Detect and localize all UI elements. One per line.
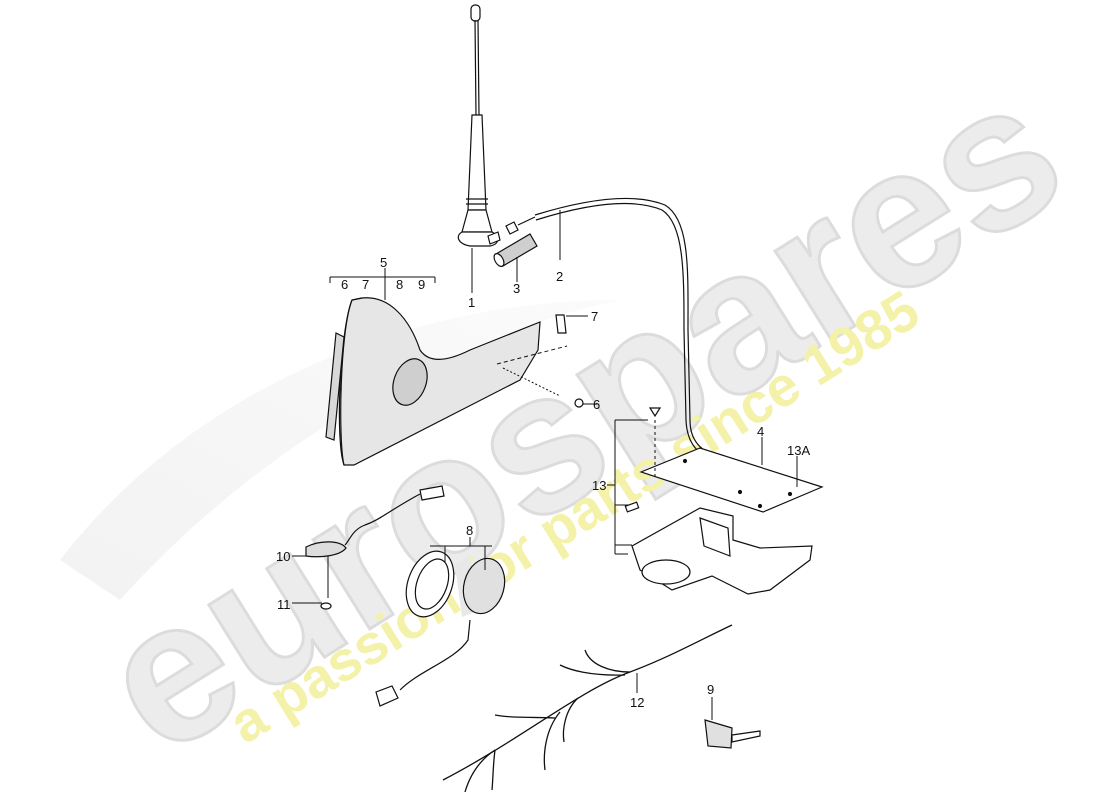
wiring-harness-12 [442,624,733,793]
light-unit-10 [292,485,445,610]
callout-10: 10 [276,549,291,564]
callout-5-sub-7: 7 [362,277,370,292]
callout-6: 6 [593,397,601,412]
sleeve-part [493,233,538,282]
lamp-assembly-8 [375,537,506,707]
callout-4: 4 [757,424,765,439]
callout-3: 3 [513,281,521,296]
callout-2: 2 [556,269,564,284]
callout-11: 11 [277,597,291,612]
callout-8: 8 [466,523,474,538]
callout-7: 7 [591,309,599,324]
callout-5-sub-8: 8 [396,277,404,292]
trim-panel-5 [325,297,584,466]
callout-1: 1 [468,295,476,310]
group-bracket-5 [329,268,436,300]
callout-5-sub-6: 6 [341,277,349,292]
callout-13: 13 [592,478,607,493]
callout-9: 9 [707,682,715,697]
clip-part-7 [555,314,588,334]
antenna-tip [470,4,481,22]
bracket-group-13 [607,419,648,555]
watermark: eurospares a passion for parts since 198… [60,34,1099,798]
callout-5-sub-9: 9 [418,277,426,292]
antenna-part [457,4,501,293]
mounting-bracket-13 [624,407,813,595]
callout-12: 12 [630,695,645,710]
callout-13a: 13A [787,443,811,458]
mounting-plate-13a [639,447,824,513]
bracket-part-9 [704,697,761,749]
callout-5: 5 [380,255,388,270]
